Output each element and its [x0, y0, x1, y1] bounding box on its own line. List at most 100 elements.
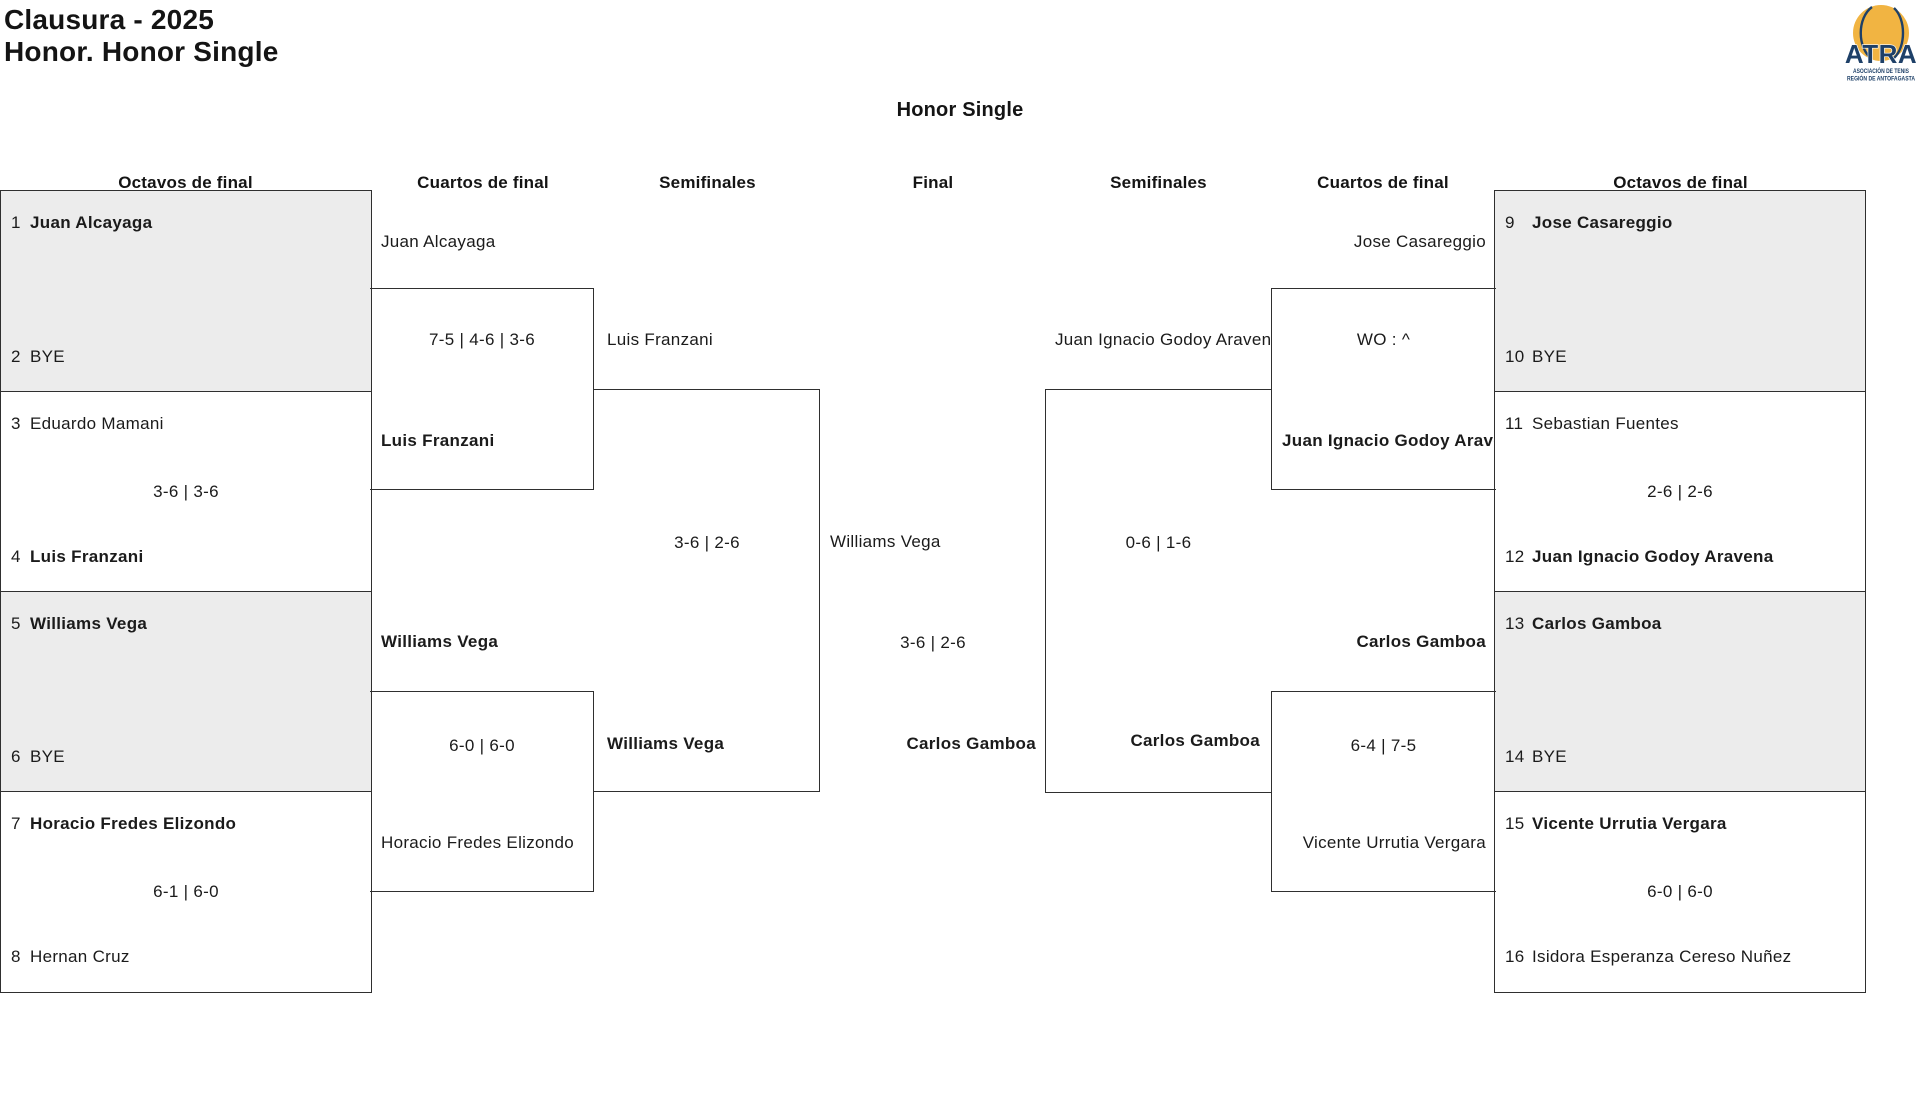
player-slot: 10 BYE: [1505, 347, 1567, 367]
sf-player-name: Juan Ignacio Godoy Aravena: [1055, 330, 1270, 349]
seed-number: 3: [11, 414, 21, 433]
match-r16-8: 15 Vicente Urrutia Vergara 6-0 | 6-0 16 …: [1495, 791, 1865, 991]
round-header-sf-right: Semifinales: [1110, 173, 1207, 192]
player-name: Sebastian Fuentes: [1532, 414, 1679, 433]
match-r16-5: 9 Jose Casareggio 10 BYE: [1495, 191, 1865, 391]
qf-player-name: Juan Ignacio Godoy Aravena: [1282, 431, 1494, 450]
seed-number: 14: [1505, 747, 1525, 766]
player-name: BYE: [1532, 347, 1567, 366]
ball-seam-right: [1893, 7, 1905, 59]
player-slot: 4 Luis Franzani: [11, 547, 143, 567]
qf-player-name: Williams Vega: [381, 632, 499, 651]
round-header-r16-right: Octavos de final: [1613, 173, 1748, 192]
sf-player-name: Luis Franzani: [607, 330, 713, 349]
seed-number: 9: [1505, 213, 1515, 232]
player-name: BYE: [30, 747, 65, 766]
quarterfinal-box-right-1: [1271, 288, 1496, 490]
tennis-ball-icon: [1853, 5, 1909, 61]
seed-number: 2: [11, 347, 21, 366]
seed-number: 7: [11, 814, 21, 833]
player-name: BYE: [1532, 747, 1567, 766]
logo-subtitle-1: ASOCIACIÓN DE TENIS: [1853, 67, 1909, 75]
player-slot: 6 BYE: [11, 747, 65, 767]
match-r16-2: 3 Eduardo Mamani 3-6 | 3-6 4 Luis Franza…: [1, 391, 371, 591]
player-name: Juan Alcayaga: [30, 213, 153, 232]
player-name: Williams Vega: [30, 614, 148, 633]
atra-logo: ATRA ASOCIACIÓN DE TENIS REGIÓN DE ANTOF…: [1844, 5, 1917, 83]
player-name: Eduardo Mamani: [30, 414, 164, 433]
player-slot: 13 Carlos Gamboa: [1505, 614, 1662, 634]
logo-acronym: ATRA: [1845, 39, 1917, 69]
player-slot: 7 Horacio Fredes Elizondo: [11, 814, 236, 834]
match-r16-7: 13 Carlos Gamboa 14 BYE: [1495, 591, 1865, 791]
final-score: 3-6 | 2-6: [900, 633, 966, 652]
qf-player-name: Horacio Fredes Elizondo: [381, 833, 575, 852]
player-slot: 8 Hernan Cruz: [11, 947, 130, 967]
match-r16-1: 1 Juan Alcayaga 2 BYE: [1, 191, 371, 391]
player-slot: 11 Sebastian Fuentes: [1505, 414, 1679, 434]
player-slot: 14 BYE: [1505, 747, 1567, 767]
seed-number: 15: [1505, 814, 1525, 833]
round-header-final: Final: [912, 173, 954, 192]
ball-seam-left: [1859, 6, 1873, 60]
sf-score: 0-6 | 1-6: [1125, 533, 1192, 552]
seed-number: 12: [1505, 547, 1525, 566]
semifinal-box-right: [1045, 389, 1271, 793]
seed-number: 16: [1505, 947, 1525, 966]
event-title: Clausura - 2025: [4, 4, 214, 35]
seed-number: 8: [11, 947, 21, 966]
seed-number: 10: [1505, 347, 1525, 366]
quarterfinal-box-left-1: [370, 288, 594, 490]
sf-player-name: Carlos Gamboa: [1130, 731, 1260, 750]
seed-number: 6: [11, 747, 21, 766]
final-player-name: Carlos Gamboa: [906, 734, 1036, 753]
player-name: Hernan Cruz: [30, 947, 130, 966]
round-header-qf-right: Cuartos de final: [1317, 173, 1449, 192]
sf-score: 3-6 | 2-6: [674, 533, 740, 552]
semifinal-box-left: [594, 389, 820, 792]
round16-left-column: 1 Juan Alcayaga 2 BYE 3 Eduardo Mamani 3…: [0, 190, 372, 993]
match-score: 6-0 | 6-0: [1647, 882, 1713, 901]
sf-player-name: Williams Vega: [607, 734, 725, 753]
quarterfinal-box-right-2: [1271, 691, 1496, 892]
qf-player-name: Vicente Urrutia Vergara: [1302, 833, 1486, 852]
seed-number: 5: [11, 614, 21, 633]
logo-subtitle-2: REGIÓN DE ANTOFAGASTA: [1847, 75, 1916, 83]
round-header-qf-left: Cuartos de final: [417, 173, 549, 192]
final-player-name: Williams Vega: [830, 532, 941, 551]
qf-score: 7-5 | 4-6 | 3-6: [429, 330, 535, 349]
player-name: BYE: [30, 347, 65, 366]
round-header-sf-left: Semifinales: [659, 173, 756, 192]
match-r16-6: 11 Sebastian Fuentes 2-6 | 2-6 12 Juan I…: [1495, 391, 1865, 591]
player-name: Carlos Gamboa: [1532, 614, 1662, 633]
player-name: Jose Casareggio: [1532, 213, 1673, 232]
qf-score: 6-0 | 6-0: [449, 736, 515, 755]
qf-score: WO : ^: [1356, 330, 1411, 349]
match-score: 6-1 | 6-0: [153, 882, 219, 901]
player-name: Luis Franzani: [30, 547, 144, 566]
player-name: Vicente Urrutia Vergara: [1532, 814, 1727, 833]
bracket-title: Honor Single: [896, 99, 1024, 121]
player-slot: 15 Vicente Urrutia Vergara: [1505, 814, 1727, 834]
seed-number: 11: [1505, 414, 1524, 433]
round-header-r16-left: Octavos de final: [118, 173, 253, 192]
player-slot: 5 Williams Vega: [11, 614, 147, 634]
player-slot: 9 Jose Casareggio: [1505, 213, 1673, 233]
match-r16-4: 7 Horacio Fredes Elizondo 6-1 | 6-0 8 He…: [1, 791, 371, 991]
player-slot: 3 Eduardo Mamani: [11, 414, 164, 434]
player-slot: 16 Isidora Esperanza Cereso Nuñez: [1505, 947, 1791, 967]
seed-number: 13: [1505, 614, 1525, 633]
match-score: 2-6 | 2-6: [1647, 482, 1713, 501]
qf-player-name: Carlos Gamboa: [1356, 632, 1486, 651]
player-slot: 2 BYE: [11, 347, 65, 367]
qf-player-name: Juan Alcayaga: [381, 232, 496, 251]
match-r16-3: 5 Williams Vega 6 BYE: [1, 591, 371, 791]
player-name: Horacio Fredes Elizondo: [30, 814, 237, 833]
qf-player-name: Luis Franzani: [381, 431, 495, 450]
player-slot: 12 Juan Ignacio Godoy Aravena: [1505, 547, 1773, 567]
round16-right-column: 9 Jose Casareggio 10 BYE 11 Sebastian Fu…: [1494, 190, 1866, 993]
seed-number: 4: [11, 547, 21, 566]
seed-number: 1: [11, 213, 21, 232]
category-title: Honor. Honor Single: [4, 36, 279, 67]
